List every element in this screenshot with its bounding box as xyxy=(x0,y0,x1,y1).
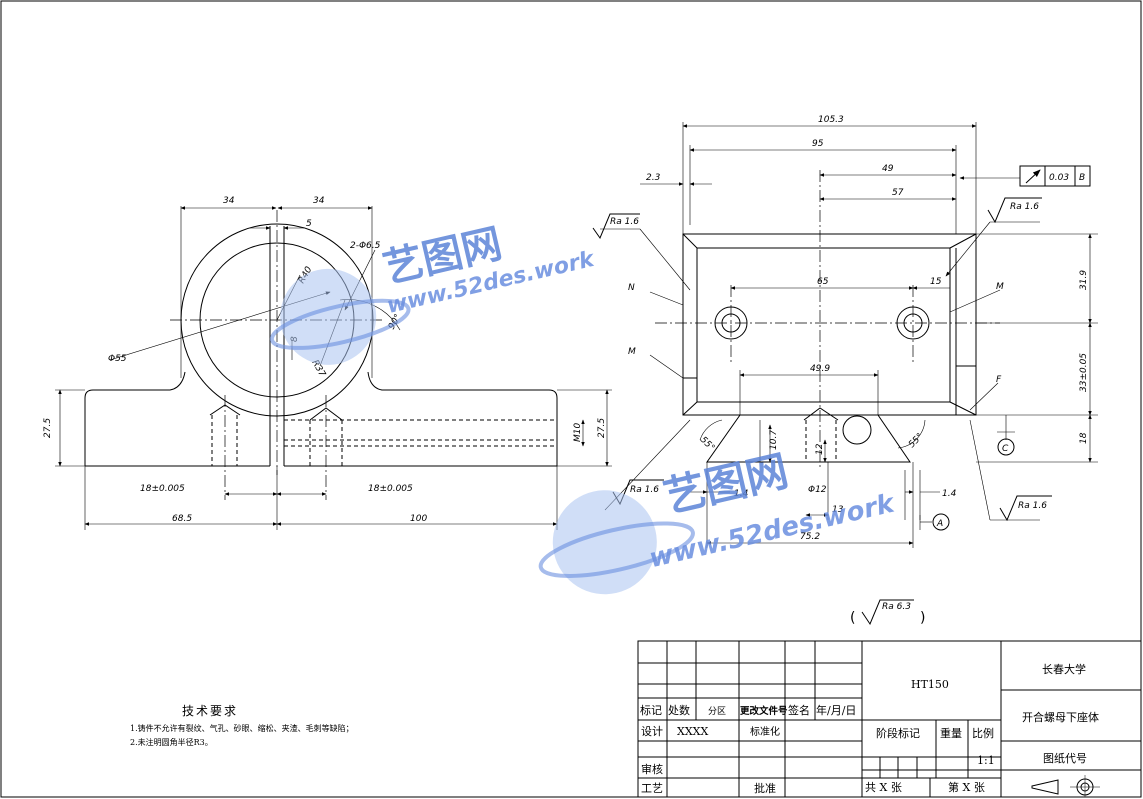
university: 长春大学 xyxy=(1042,662,1086,676)
svg-text:): ) xyxy=(920,610,925,626)
notes-line-1: 1.铸件不允许有裂纹、气孔、砂眼、缩松、夹渣、毛刺等缺陷； xyxy=(130,723,354,733)
sheet-no: 第 X 张 xyxy=(948,780,985,794)
dim-holes: 2-Φ6.5 xyxy=(350,241,381,251)
rev-header-count: 处数 xyxy=(668,704,690,717)
material: HT150 xyxy=(911,678,949,691)
part-name: 开合螺母下座体 xyxy=(1022,710,1099,724)
dim-65: 65 xyxy=(817,277,829,287)
tolerance-value: 0.03 xyxy=(1049,173,1069,183)
watermark-top: 艺图网 www.52des.work xyxy=(269,221,598,365)
rev-header-zone: 分区 xyxy=(708,706,726,717)
weight-label: 重量 xyxy=(940,726,962,740)
label-f: F xyxy=(996,375,1002,385)
stage-label: 阶段标记 xyxy=(876,726,920,740)
dim-15: 15 xyxy=(930,277,942,287)
dim-phi12: Φ12 xyxy=(808,485,827,495)
scale-value: 1:1 xyxy=(977,754,995,767)
roughness-bottom-right: Ra 1.6 xyxy=(1018,501,1047,511)
title-block xyxy=(637,640,1142,798)
tolerance-datum: B xyxy=(1079,173,1085,183)
notes-title: 技术要求 xyxy=(182,704,238,718)
label-n: N xyxy=(628,283,635,293)
dim-27-5-left: 27.5 xyxy=(43,418,53,438)
dim-68-5: 68.5 xyxy=(172,514,192,524)
title-block-labels: 标记 处数 分区 更改文件号 签名 年/月/日 设计 XXXX 标准化 审核 工… xyxy=(640,662,1099,795)
dim-10-7: 10.7 xyxy=(769,430,779,450)
front-view xyxy=(55,206,612,530)
standard-label: 标准化 xyxy=(750,725,780,738)
watermark-brand-bottom: 艺图网 xyxy=(659,446,793,522)
dim-13: 13 xyxy=(832,505,844,515)
dim-m10: M10 xyxy=(573,423,583,442)
dim-33: 33±0.05 xyxy=(1079,353,1089,392)
dim-5: 5 xyxy=(306,219,312,229)
dim-18-b: 18±0.005 xyxy=(368,484,413,494)
drawing-code-label: 图纸代号 xyxy=(1043,752,1087,765)
dim-57: 57 xyxy=(892,188,904,198)
review-label: 审核 xyxy=(641,762,663,776)
rev-header-mark: 标记 xyxy=(640,703,662,717)
general-roughness-value: Ra 6.3 xyxy=(882,602,911,612)
roughness-right: Ra 1.6 xyxy=(1010,202,1039,212)
rev-header-sign: 签名 xyxy=(788,703,810,717)
dim-105-3: 105.3 xyxy=(818,115,844,125)
dim-18: 18 xyxy=(1079,432,1089,444)
label-m-right: M xyxy=(996,282,1004,292)
svg-text:(: ( xyxy=(850,610,855,626)
dim-34-tol: 34 xyxy=(313,196,325,206)
dim-1-4-a: 1.4 xyxy=(734,489,749,499)
design-label: 设计 xyxy=(641,725,663,738)
dim-75-2: 75.2 xyxy=(800,532,820,542)
rev-header-doc: 更改文件号 xyxy=(740,705,788,717)
dim-55-b: 55° xyxy=(907,432,925,450)
watermark-bottom: 艺图网 www.52des.work xyxy=(538,446,899,595)
dim-phi55: Φ55 xyxy=(108,354,127,364)
dim-27-5-right: 27.5 xyxy=(597,418,607,438)
rev-header-date: 年/月/日 xyxy=(816,703,856,717)
general-roughness: ( ) Ra 6.3 xyxy=(850,602,925,626)
dim-95: 95 xyxy=(812,139,824,149)
dim-31-9: 31.9 xyxy=(1079,270,1089,290)
roughness-bottom-left: Ra 1.6 xyxy=(630,485,659,495)
scale-label: 比例 xyxy=(972,726,994,740)
dim-49-9: 49.9 xyxy=(810,364,830,374)
dim-2-3: 2.3 xyxy=(646,173,661,183)
approve-label: 批准 xyxy=(754,781,776,795)
dim-34: 34 xyxy=(223,196,235,206)
dim-12: 12 xyxy=(815,443,825,455)
notes-line-2: 2.未注明圆角半径R3。 xyxy=(130,737,213,747)
roughness-left: Ra 1.6 xyxy=(610,217,639,227)
technical-notes: 技术要求 1.铸件不允许有裂纹、气孔、砂眼、缩松、夹渣、毛刺等缺陷； 2.未注明… xyxy=(130,704,354,747)
designer-name: XXXX xyxy=(677,725,708,738)
dim-49: 49 xyxy=(882,164,894,174)
total-sheets: 共 X 张 xyxy=(865,781,902,794)
datum-a: A xyxy=(936,519,943,529)
label-m-left: M xyxy=(628,347,636,357)
dim-100: 100 xyxy=(410,514,427,524)
datum-c: C xyxy=(1002,444,1009,454)
dim-18-a: 18±0.005 xyxy=(140,484,185,494)
dim-1-4-b: 1.4 xyxy=(942,489,957,499)
side-view xyxy=(592,122,1098,626)
process-label: 工艺 xyxy=(641,782,663,795)
